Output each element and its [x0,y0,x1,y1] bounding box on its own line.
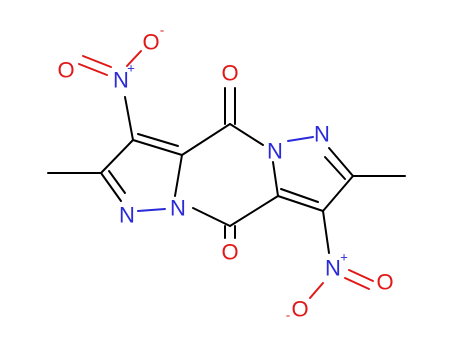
charge-nitro-bottom-n: + [340,250,348,265]
bond-c3a-c3-inner [137,133,179,147]
atom-nitro-bottom-o-single: O [291,297,308,322]
bond-nitro-bottom-o-single [309,282,324,299]
bond-c7-c8 [322,175,354,212]
bond-c5a-c9 [229,195,279,227]
bond-c2-n1-inner [108,170,126,194]
bond-nitro-bottom-o-b [344,277,370,290]
atom-carbonyl-bottom-o: O [221,240,238,265]
bond-n5-n6 [287,136,314,142]
bond-c8-nitro-n [322,210,330,254]
bond-n6-c7 [328,147,354,177]
bond-nitro-bottom-o-a [348,269,374,282]
bond-n5-c5a [272,161,279,197]
bond-n7-c3a [174,154,183,197]
charge-nitro-top-n: + [127,61,135,76]
atom-nitro-top-o-single: O [142,30,159,55]
atom-nitro-top-n: N [113,68,129,93]
bond-c3-nitro-n [124,96,134,141]
bond-nitro-top-o-b [82,55,112,68]
bond-n1-n7 [137,208,166,212]
bond-c3-c2 [100,139,134,174]
atom-nitro-bottom-n: N [325,256,341,281]
bond-n6-c7-inner [324,156,346,180]
atom-ring-left-n: N [119,203,135,228]
atom-nitro-bottom-o-double: O [376,270,393,295]
charge-nitro-bottom-o: - [286,308,290,323]
bond-c8-c5a [277,195,324,212]
atom-ring-right-n: N [314,122,330,147]
atom-ring-right-bridge-n: N [267,139,283,164]
charge-nitro-top-o: - [160,23,164,38]
atom-carbonyl-top-o: O [221,61,238,86]
bond-c3a-c3 [132,139,183,156]
atom-nitro-top-o-double: O [57,58,74,83]
bond-c9-n7 [192,207,231,227]
bond-c2-n1 [100,172,122,202]
bond-nitro-top-o-a [78,63,108,76]
bond-c8-c5a-inner [280,188,319,203]
bond-nitro-top-o-single [126,50,142,67]
bond-c4-n5 [229,123,264,146]
bond-c3a-c4 [181,123,231,156]
atom-ring-left-bridge-n: N [170,196,186,221]
